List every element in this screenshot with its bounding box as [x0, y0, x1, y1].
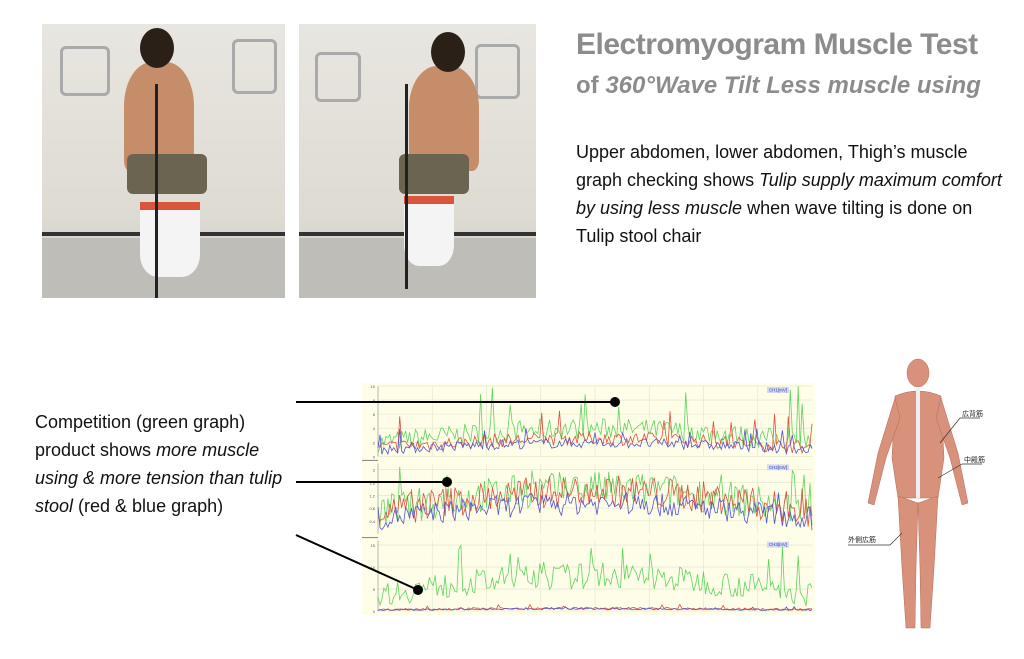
y-tick-label: 1.2: [369, 493, 375, 498]
legend-label: CH2[mV]: [769, 465, 787, 470]
y-tick-label: 0.8: [369, 506, 375, 511]
annotation-emphasis: more muscle using & more tension than tu…: [35, 440, 283, 516]
y-tick-label: 8: [373, 398, 376, 403]
y-tick-label: 10: [371, 384, 376, 389]
y-tick-label: 1.6: [369, 481, 375, 486]
label-vastus-lateralis: 外側広筋: [848, 535, 876, 544]
y-tick-label: 0: [373, 454, 376, 459]
description-text: Upper abdomen, lower abdomen, Thigh’s mu…: [576, 142, 968, 190]
annotation-part2: (red & blue graph): [73, 496, 224, 516]
emg-series-tulip-b: [377, 491, 813, 531]
description-emphasis: Tulip supply maximum comfort by using le…: [576, 170, 1002, 218]
y-tick-label: 0: [373, 609, 376, 614]
subtitle-prefix: of: [576, 72, 606, 99]
y-tick-label: 2: [373, 440, 376, 445]
annotation-text: Competition (green graph) product shows …: [35, 408, 295, 520]
photo-competition-chair: [42, 24, 285, 298]
legend-box: [767, 541, 789, 548]
emg-series-competition: [377, 544, 813, 607]
legend-box: [767, 464, 789, 471]
y-tick-label: 15: [371, 543, 376, 548]
legend-label: CH1[mV]: [769, 388, 787, 393]
legend-label: CH3[mV]: [769, 542, 787, 547]
subtitle-italic: 360°Wave Tilt Less muscle using: [605, 72, 981, 99]
emg-chart: 0246810CH1[mV]0.40.81.21.62CH2[mV]051015…: [362, 383, 815, 615]
emg-series-tulip-a: [377, 410, 813, 455]
y-tick-label: 4: [373, 426, 376, 431]
description: Upper abdomen, lower abdomen, Thigh’s mu…: [576, 138, 1006, 250]
y-tick-label: 6: [373, 412, 376, 417]
legend-box: [767, 387, 789, 393]
emg-series-tulip-b: [377, 605, 813, 612]
anatomy-labels: 広背筋 中殿筋 外側広筋: [848, 409, 985, 544]
label-latissimus: 広背筋: [962, 409, 983, 418]
page-title: Electromyogram Muscle Test: [576, 28, 978, 61]
y-tick-label: 0.4: [369, 519, 375, 524]
emg-series-tulip-a: [377, 475, 813, 527]
emg-series-tulip-b: [377, 428, 813, 456]
description-text-end: when wave tilting is done on Tulip stool…: [576, 198, 973, 246]
muscle-anatomy-figure: 広背筋 中殿筋 外側広筋: [848, 358, 985, 629]
label-gluteus-medius: 中殿筋: [964, 455, 985, 464]
y-tick-label: 10: [371, 565, 376, 570]
emg-series-competition: [377, 386, 813, 454]
y-tick-label: 2: [373, 468, 376, 473]
annotation-part1: Competition (green graph) product shows: [35, 412, 246, 460]
page-subtitle: of 360°Wave Tilt Less muscle using: [576, 72, 981, 100]
photo-tulip-stool: [299, 24, 536, 298]
